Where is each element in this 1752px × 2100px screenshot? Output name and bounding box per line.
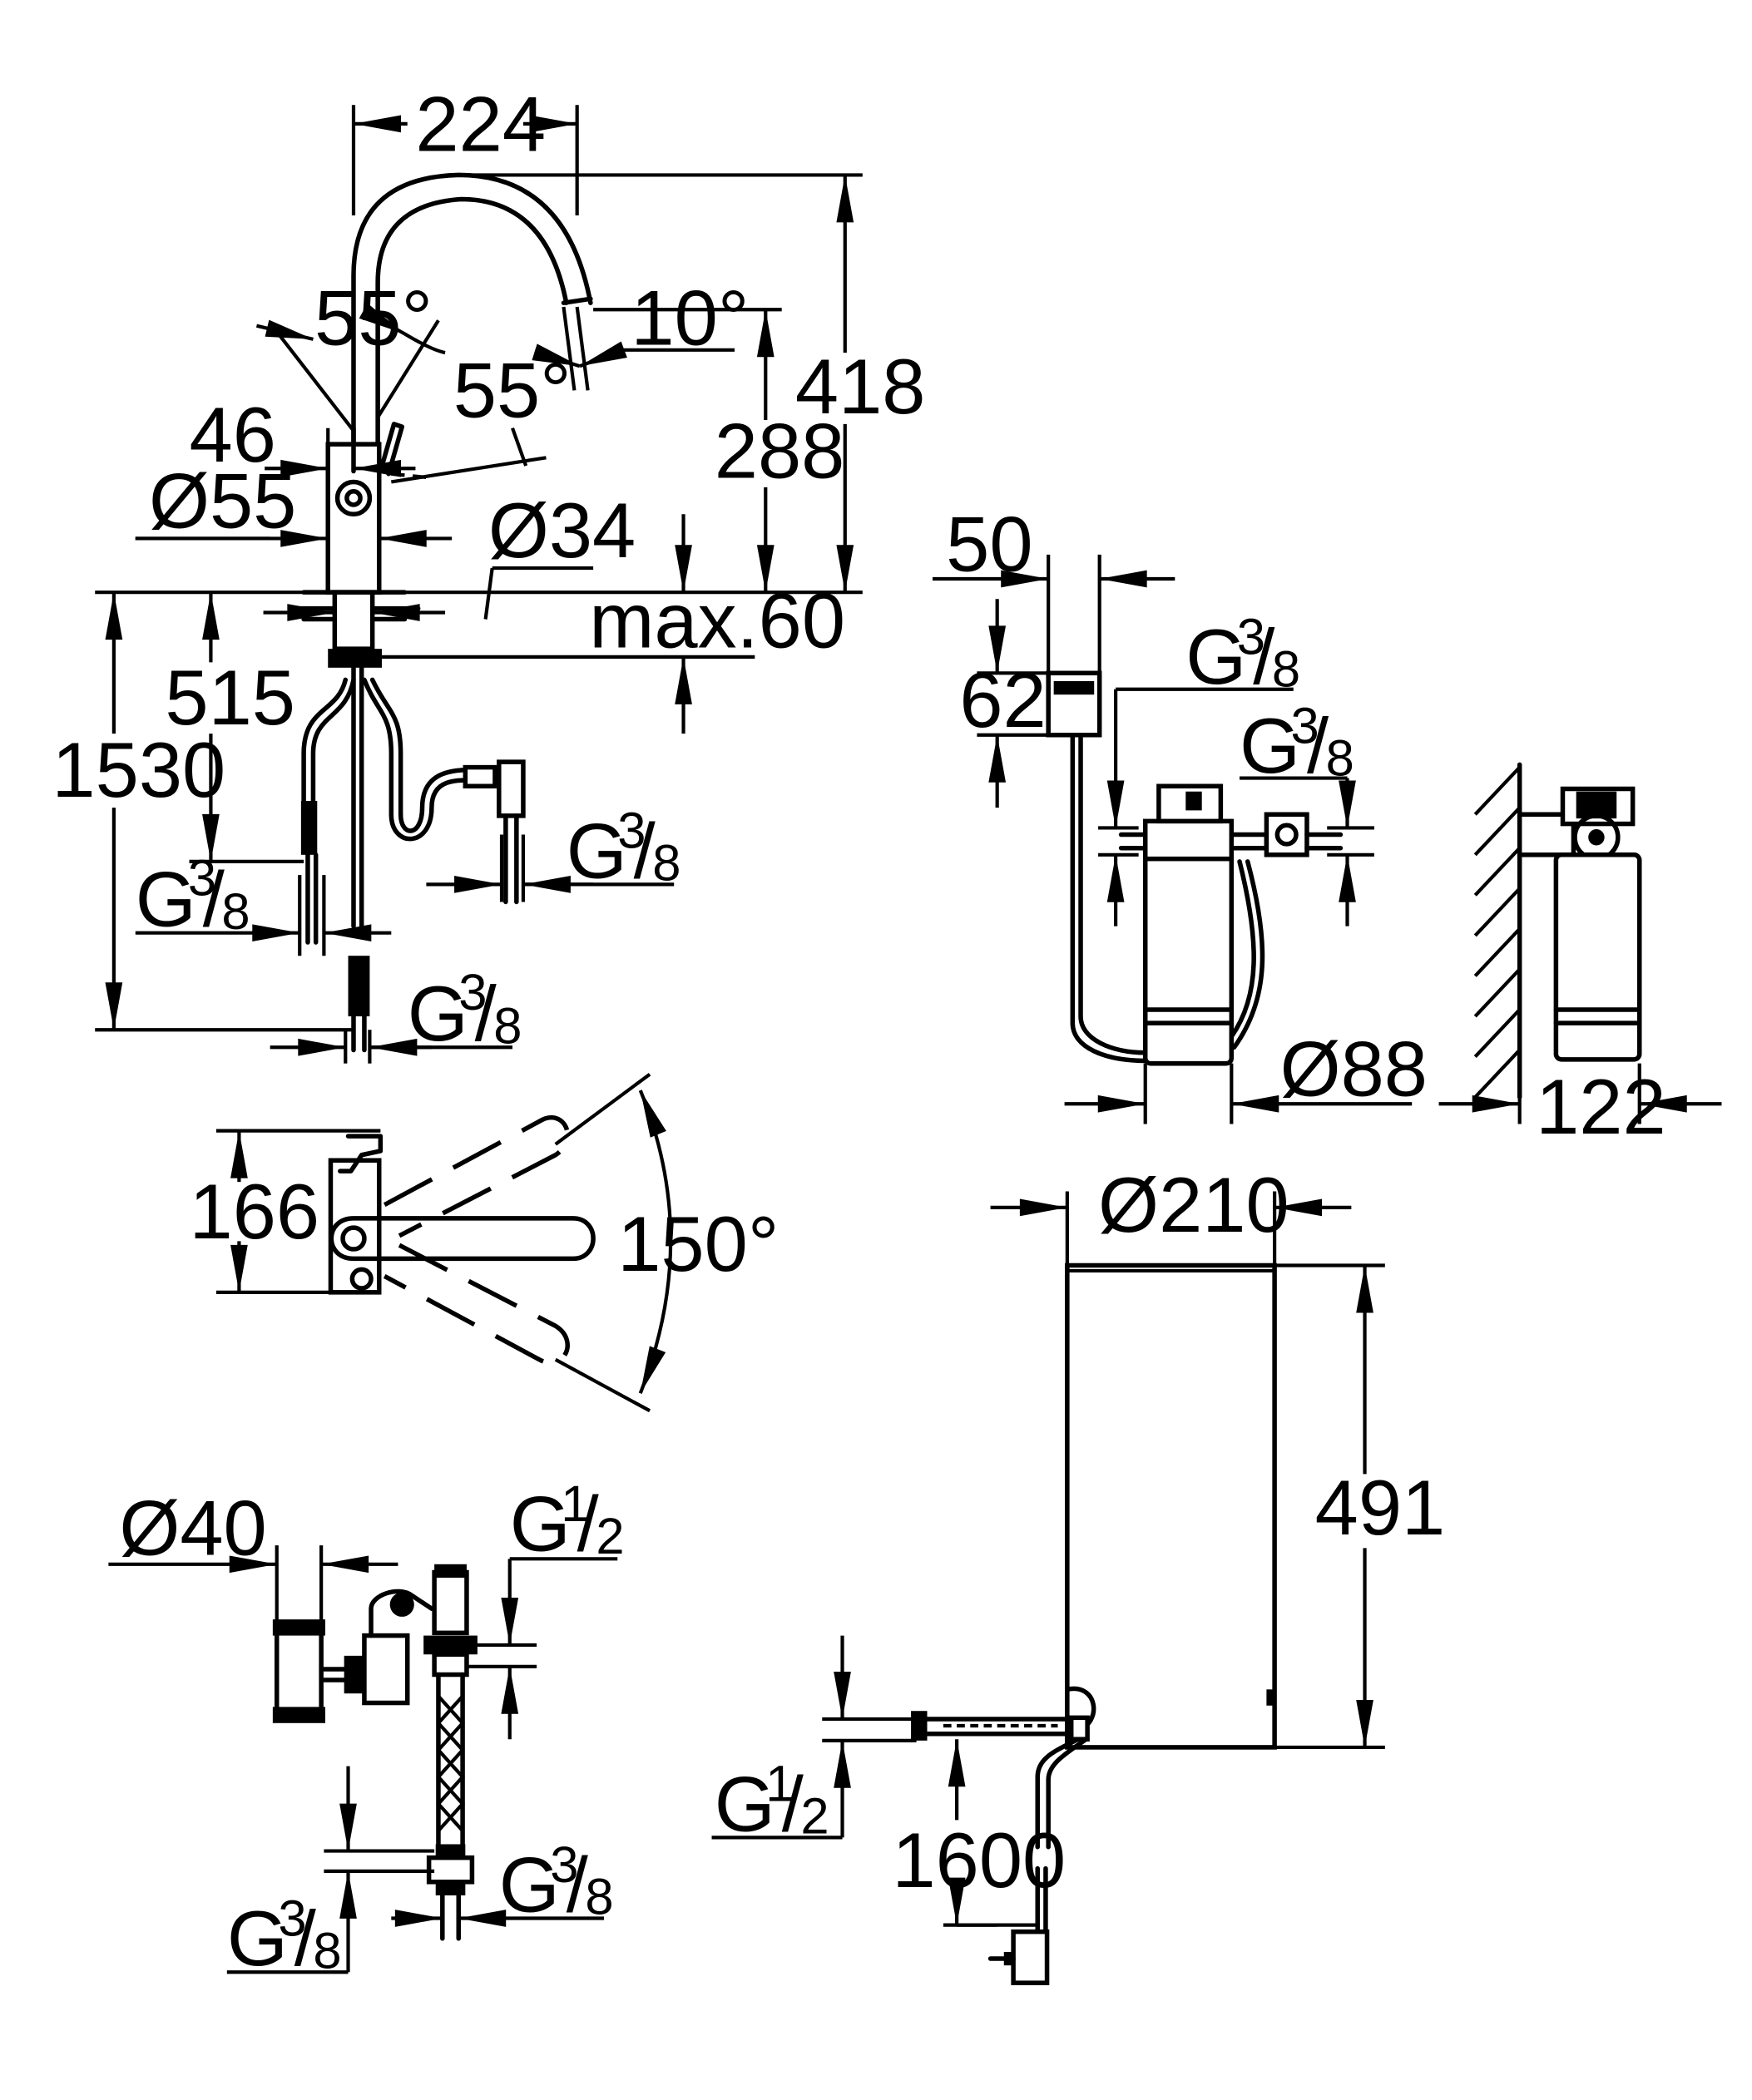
svg-text:8: 8 [1326,729,1354,787]
svg-text:3: 3 [617,803,646,860]
dim-166: 166 [190,1168,320,1255]
dim-46: 46 [190,391,276,478]
svg-text:G: G [1240,702,1300,789]
filter-front-view: 50 62 G 3 / 8 G 3 / 8 [932,500,1428,1124]
thread-label-g12-boiler: G 1 / 2 [711,1635,917,1847]
faucet-lever-hub [334,479,373,517]
valve-body [274,1619,324,1719]
thread-label-g38-valve-left: G 3 / 8 [227,1766,435,1982]
faucet-top-view: 150° 166 [190,1072,779,1413]
thread-label-g38-valve-right: G 3 / 8 [391,1836,614,1928]
dim-d88: Ø88 [1280,1025,1428,1113]
svg-text:G: G [1185,613,1246,700]
thread-label-g38-faucet-right: G 3 / 8 [426,803,681,902]
dim-122: 122 [1536,1063,1666,1150]
svg-text:3: 3 [458,964,487,1021]
dim-50: 50 [946,500,1032,587]
svg-text:G: G [715,1760,775,1847]
boiler-body [1065,1262,1277,1750]
svg-text:/: / [782,1760,804,1847]
dim-1530: 1530 [52,726,225,813]
filter-cartridge [1142,852,1235,1066]
angle-150: 150° [617,1200,779,1287]
angle-10: 10° [631,274,749,361]
valve-assembly: Ø40 G 1 / 2 G 3 / 8 [108,1475,625,1982]
svg-text:8: 8 [221,883,250,941]
svg-text:G: G [227,1895,288,1982]
svg-text:G: G [510,1480,571,1568]
svg-text:1: 1 [561,1475,589,1533]
svg-text:G: G [499,1841,560,1928]
svg-text:8: 8 [585,1869,613,1926]
thread-label-g38-faucet-bottom: G 3 / 8 [270,964,522,1064]
dim-d40: Ø40 [119,1484,266,1571]
svg-text:3: 3 [1291,697,1319,754]
dim-max60: max.60 [589,577,845,665]
dim-d34: Ø34 [488,487,636,574]
svg-text:8: 8 [493,997,522,1055]
svg-text:3: 3 [550,1836,578,1894]
svg-text:/: / [1253,613,1275,700]
thread-label-g38-filter-lower: G 3 / 8 [1240,697,1374,926]
faucet-side-view: 224 418 288 10° 55° 55° [52,80,926,1064]
svg-text:G: G [408,970,468,1057]
angle-55-top: 55° [314,274,433,361]
svg-text:3: 3 [278,1890,306,1948]
thread-label-g12-valve: G 1 / 2 [466,1475,625,1740]
pressure-reducer [362,1633,410,1706]
angle-55-right: 55° [453,347,572,434]
dim-62: 62 [959,656,1046,744]
thread-label-g38-faucet-left: G 3 / 8 [136,849,392,956]
svg-text:3: 3 [188,849,216,907]
svg-text:/: / [294,1895,317,1982]
dim-418: 418 [795,343,926,430]
boiler-tank: Ø210 491 G 1 / 2 1600 [711,1161,1446,1985]
svg-text:G: G [567,807,627,894]
filter-side-view-wall: 122 [1438,762,1722,1150]
svg-text:G: G [136,856,196,943]
svg-text:1: 1 [765,1756,794,1813]
dim-1600: 1600 [892,1816,1066,1904]
thread-label-g38-filter-upper: G 3 / 8 [1098,609,1300,926]
svg-text:8: 8 [313,1922,341,1979]
svg-text:8: 8 [1272,640,1300,698]
svg-text:2: 2 [596,1508,624,1565]
svg-text:/: / [1307,702,1329,789]
svg-text:/: / [634,807,656,894]
svg-text:/: / [475,970,497,1057]
svg-text:/: / [567,1841,589,1928]
dim-224: 224 [415,80,546,167]
dim-d55: Ø55 [149,457,296,544]
dim-515: 515 [165,654,295,741]
svg-text:/: / [203,856,225,943]
dim-288: 288 [715,408,845,495]
dim-d210: Ø210 [1098,1161,1289,1248]
svg-text:8: 8 [652,835,681,892]
dim-491: 491 [1315,1464,1446,1551]
svg-text:/: / [577,1480,600,1568]
svg-text:2: 2 [800,1788,829,1846]
svg-text:3: 3 [1237,609,1265,666]
